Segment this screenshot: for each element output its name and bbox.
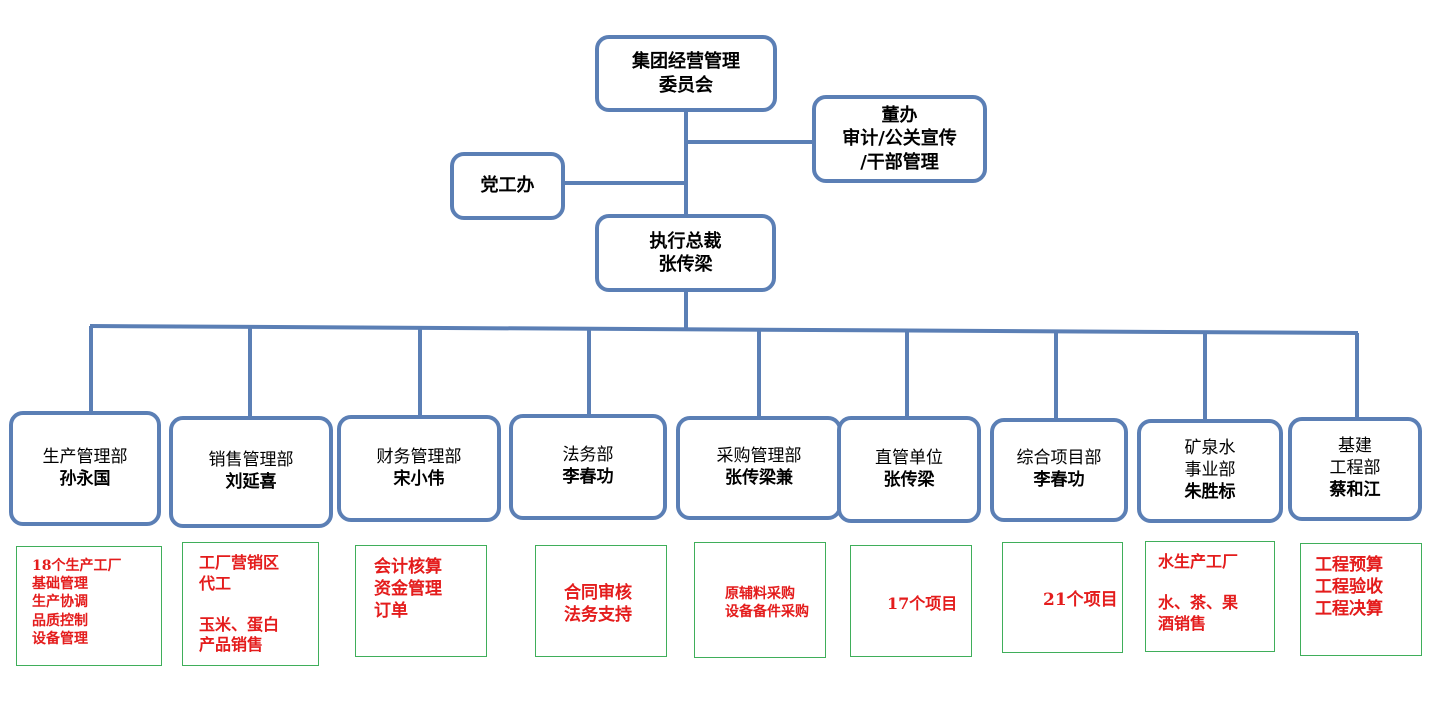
duty-item: 会计核算 [374,557,442,577]
node-label: 党工办 [480,175,535,197]
dept-name: 采购管理部 [716,446,802,467]
node-ceo: 执行总裁 张传梁 [595,214,776,292]
node-label: 审计/公关宣传 [842,128,957,150]
duty-box: 17个项目 [850,545,972,657]
dept-head: 刘延喜 [225,472,277,492]
node-label: 张传梁 [658,254,713,275]
duty-box: 工程预算工程验收工程决算 [1300,543,1422,656]
node-party-office: 党工办 [450,152,565,220]
dept-name: 法务部 [562,445,614,466]
dept-node: 销售管理部刘延喜 [169,416,333,528]
duty-spacer [1158,573,1270,593]
dept-name: 事业部 [1184,460,1236,481]
node-label: 执行总裁 [649,230,722,252]
dept-node: 矿泉水事业部朱胜标 [1137,419,1283,523]
dept-node: 生产管理部孙永国 [9,411,161,526]
dept-node: 综合项目部李春功 [990,418,1128,522]
dept-name: 直管单位 [875,447,943,468]
dept-head: 张传梁兼 [725,468,793,488]
duty-item: 订单 [374,601,408,622]
duty-item: 合同审核 [564,582,632,603]
duty-item: 水、茶、果 [1158,592,1239,612]
duty-item: 产品销售 [199,635,264,655]
dept-name: 综合项目部 [1016,448,1102,469]
dept-node: 法务部李春功 [509,414,667,520]
node-label: /干部管理 [860,151,939,173]
duty-item: 水生产工厂 [1158,552,1239,571]
dept-node: 财务管理部宋小伟 [337,415,501,522]
duty-box: 原辅料采购设备备件采购 [694,542,826,658]
connector-line [89,324,1359,335]
node-chairman-office: 董办 审计/公关宣传 /干部管理 [812,95,987,183]
duty-item: 工程验收 [1315,577,1383,598]
duty-item: 资金管理 [374,579,442,600]
duty-spacer [199,595,314,615]
duty-box: 18个生产工厂基础管理生产协调品质控制设备管理 [16,546,162,666]
duty-item: 品质控制 [32,612,88,629]
duty-item: 酒销售 [1158,613,1207,633]
dept-name: 工程部 [1329,458,1381,479]
dept-name: 生产管理部 [42,446,128,467]
dept-head: 蔡和江 [1329,479,1381,500]
duty-item: 设备管理 [32,630,88,647]
duty-box: 工厂营销区代工玉米、蛋白产品销售 [182,542,319,666]
duty-box: 21个项目 [1002,542,1123,653]
node-label: 委员会 [659,74,713,96]
dept-node: 直管单位张传梁 [837,416,981,523]
dept-node: 采购管理部张传梁兼 [676,416,842,520]
dept-node: 基建工程部蔡和江 [1288,417,1422,521]
dept-head: 孙永国 [59,468,111,489]
duty-item: 17个项目 [887,593,958,613]
node-committee: 集团经营管理 委员会 [595,35,777,112]
dept-name: 矿泉水 [1184,438,1236,459]
dept-name: 销售管理部 [208,450,294,471]
duty-item: 基础管理 [32,576,88,593]
duty-item: 法务支持 [564,605,632,625]
dept-head: 李春功 [1033,470,1085,490]
duty-item: 工厂营销区 [199,553,280,572]
duty-item: 18个生产工厂 [32,558,122,574]
dept-name: 基建 [1338,436,1372,457]
duty-item: 生产协调 [32,594,88,611]
duty-box: 水生产工厂水、茶、果酒销售 [1145,541,1275,652]
duty-item: 工程决算 [1315,599,1383,620]
dept-head: 张传梁 [883,469,935,490]
duty-item: 原辅料采购 [725,585,795,602]
duty-box: 合同审核法务支持 [535,545,667,657]
duty-item: 工程预算 [1315,555,1383,575]
node-label: 董办 [881,105,918,127]
dept-head: 朱胜标 [1184,481,1236,502]
dept-name: 财务管理部 [376,446,462,467]
duty-box: 会计核算资金管理订单 [355,545,487,657]
duty-item: 设备备件采购 [725,604,809,620]
dept-head: 宋小伟 [393,468,445,489]
duty-item: 代工 [199,573,232,593]
dept-head: 李春功 [562,467,614,487]
duty-item: 21个项目 [1043,590,1118,611]
node-label: 集团经营管理 [632,51,740,73]
duty-item: 玉米、蛋白 [199,614,280,634]
